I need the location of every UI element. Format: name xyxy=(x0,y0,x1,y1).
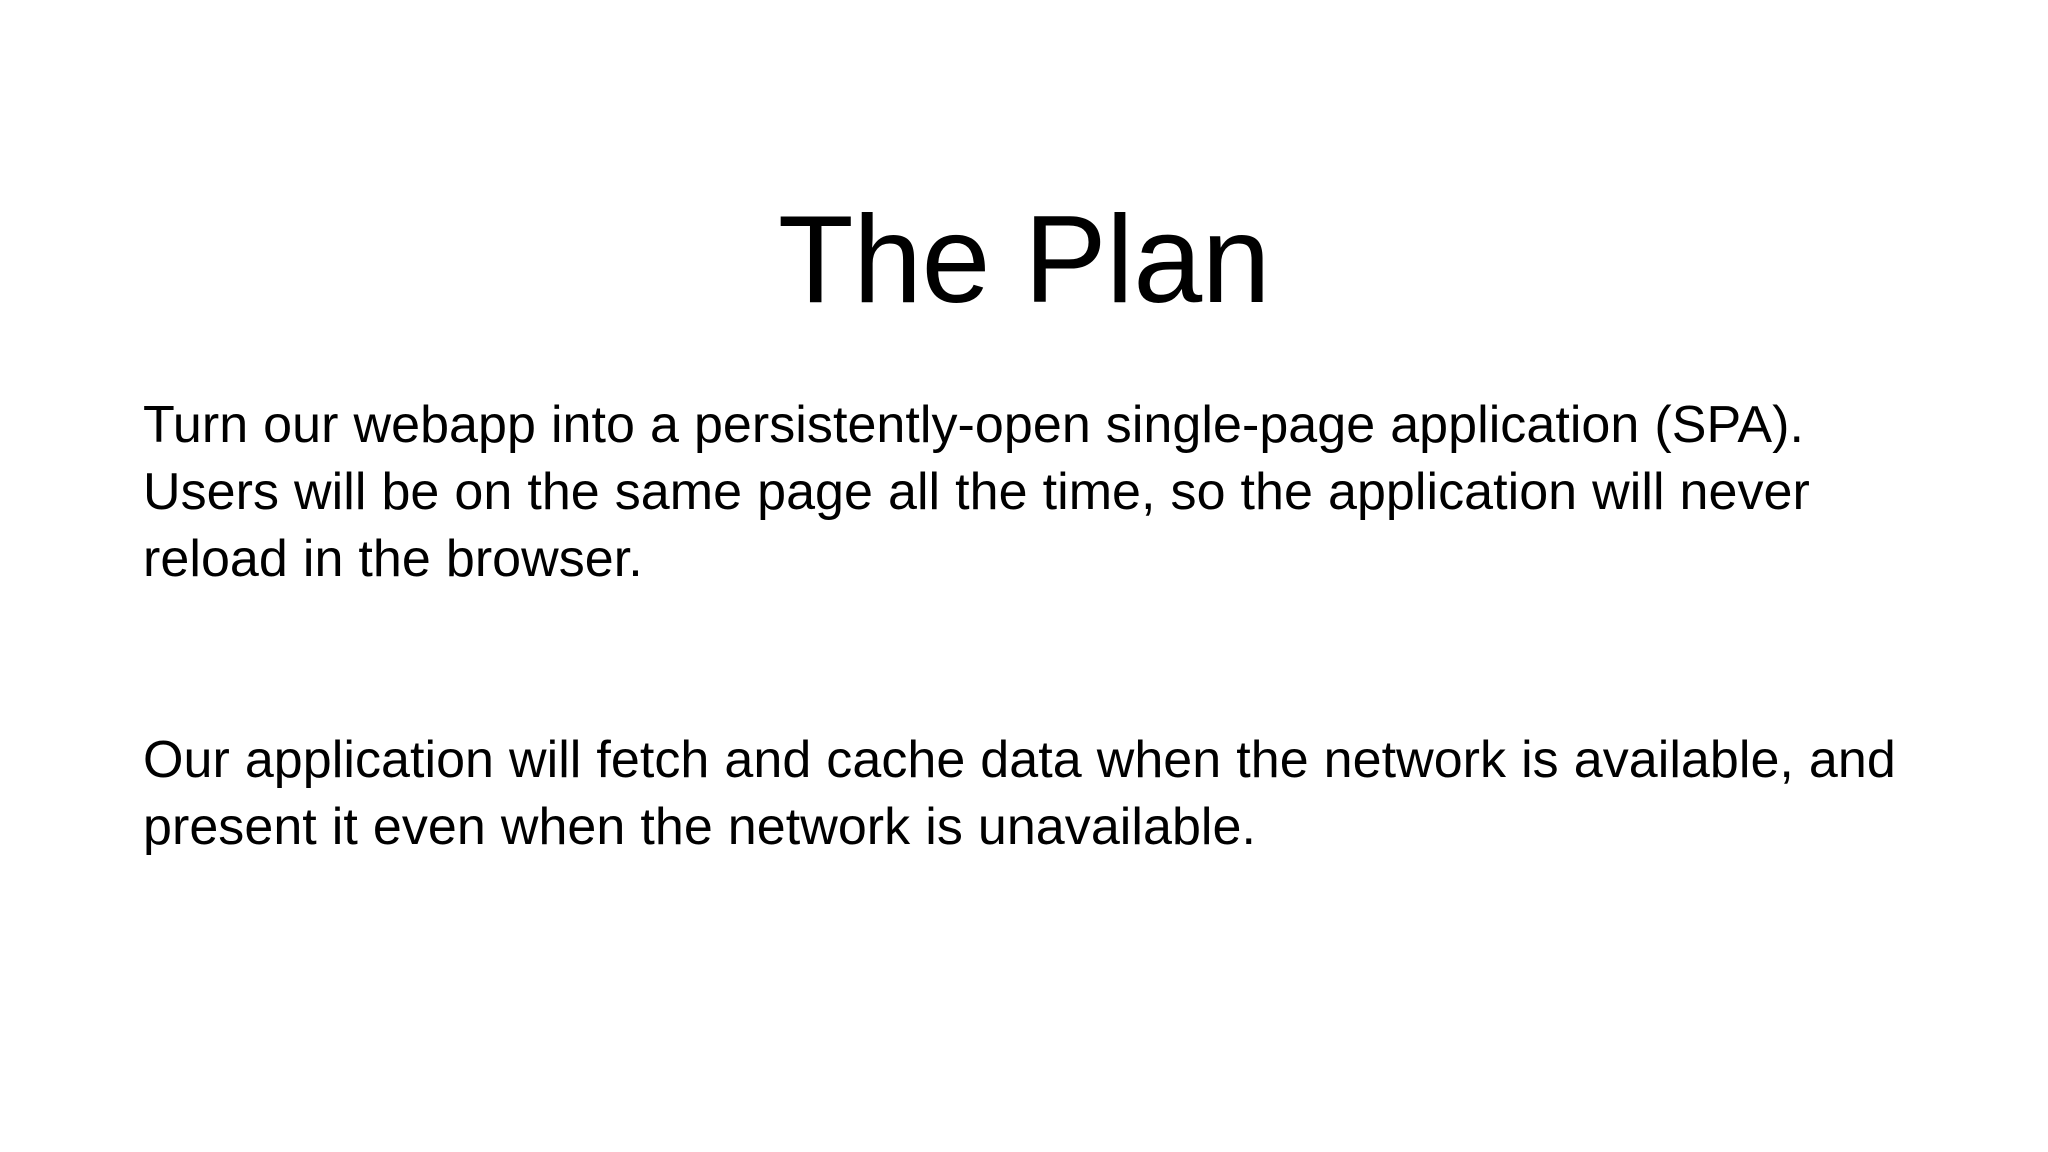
paragraph-spacer xyxy=(143,593,1911,727)
body-paragraph-plan-spa: Turn our webapp into a persistently-open… xyxy=(143,396,1810,588)
slide-body: Turn our webapp into a persistently-open… xyxy=(143,392,1911,861)
page-title: The Plan xyxy=(777,191,1271,330)
body-paragraph-plan-cache: Our application will fetch and cache dat… xyxy=(143,731,1896,856)
